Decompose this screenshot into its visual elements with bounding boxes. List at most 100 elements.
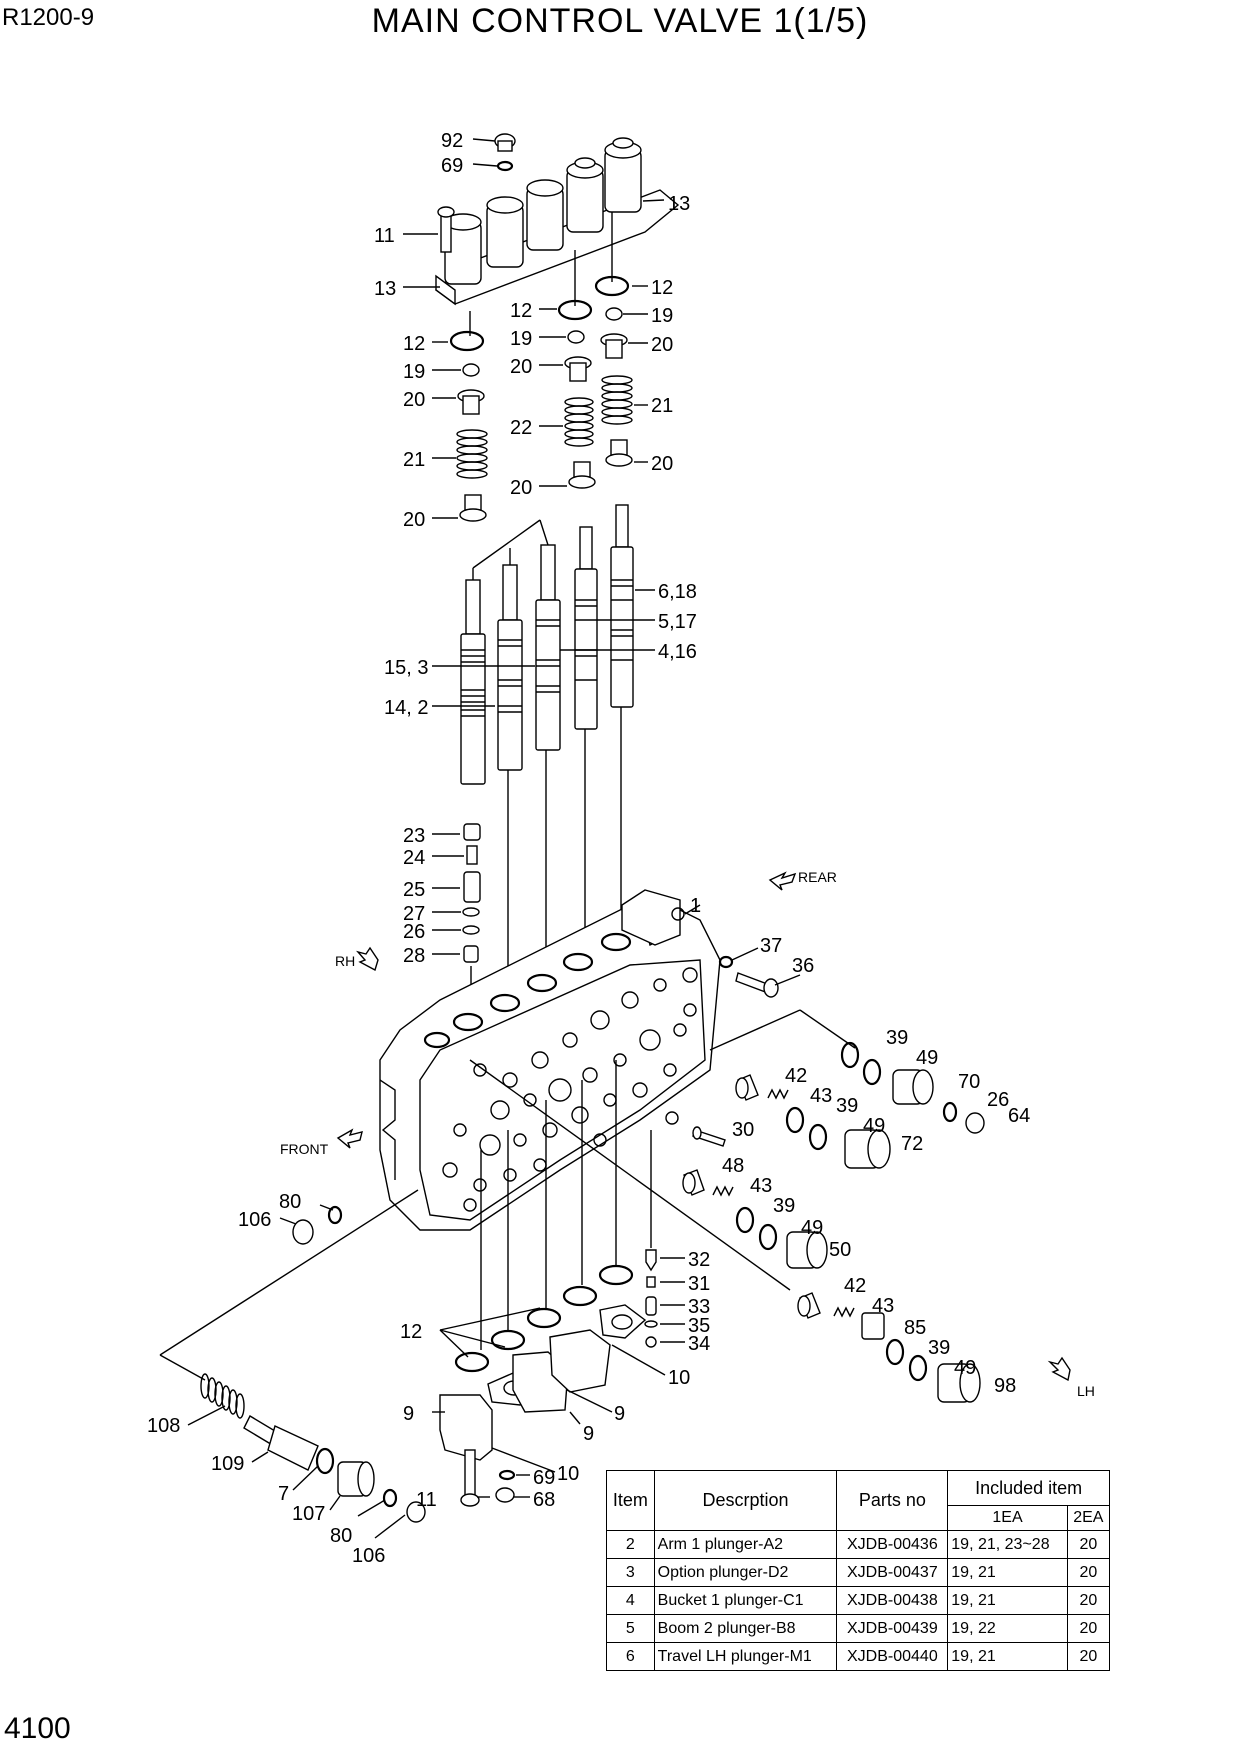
pin-30	[692, 1126, 726, 1147]
plunger-spool	[460, 504, 634, 785]
col-header-included: Included item	[947, 1470, 1110, 1506]
front-arrow-icon	[336, 1128, 363, 1149]
cell-description: Arm 1 plunger-A2	[653, 1530, 838, 1559]
callout: 49	[954, 1357, 976, 1379]
plug-70-72-50-98	[786, 1069, 985, 1403]
lower-bolts	[460, 1449, 515, 1507]
callout: 7	[278, 1483, 289, 1505]
cell-item: 3	[606, 1558, 655, 1587]
callout: 9	[583, 1423, 594, 1445]
cell-item: 4	[606, 1586, 655, 1615]
col-header-2ea: 2EA	[1066, 1505, 1111, 1531]
leader-lines	[159, 212, 856, 1381]
table-row: 6 Travel LH plunger-M1 XJDB-00440 19, 21…	[606, 1642, 1111, 1671]
callout: 28	[403, 945, 425, 967]
callout: 20	[403, 509, 425, 531]
callout: 30	[732, 1119, 754, 1141]
cell-item: 6	[606, 1642, 655, 1671]
callout: 19	[510, 328, 532, 350]
parts-31-35	[644, 1249, 658, 1348]
callout: 39	[928, 1337, 950, 1359]
callout: 26	[987, 1089, 1009, 1111]
callout: 10	[668, 1367, 690, 1389]
page-title: MAIN CONTROL VALVE 1(1/5)	[371, 2, 869, 40]
direction-rh: RH	[335, 953, 355, 969]
cell-parts-no: XJDB-00439	[836, 1614, 949, 1643]
plug-107	[337, 1461, 426, 1523]
cell-description: Bucket 1 plunger-C1	[653, 1586, 838, 1615]
cell-2ea: 20	[1066, 1558, 1111, 1587]
callout: 12	[400, 1321, 422, 1343]
cap-19	[462, 307, 623, 377]
callout: 80	[279, 1191, 301, 1213]
guide-lines	[470, 707, 622, 1050]
callout: 49	[801, 1217, 823, 1239]
col-header-item: Item	[606, 1470, 655, 1531]
callout: 80	[330, 1525, 352, 1547]
callout: 12	[403, 333, 425, 355]
callout: 21	[651, 395, 673, 417]
cell-2ea: 20	[1066, 1642, 1111, 1671]
small-parts-23-28	[462, 823, 481, 963]
cell-description: Option plunger-D2	[653, 1558, 838, 1587]
spring-43	[712, 1088, 855, 1318]
cell-1ea: 19, 22	[947, 1614, 1068, 1643]
callout: 43	[750, 1175, 772, 1197]
callout: 19	[403, 361, 425, 383]
spring-21	[456, 429, 488, 479]
callout: 15, 3	[384, 657, 428, 679]
cell-description: Boom 2 plunger-B8	[653, 1614, 838, 1643]
callout: 11	[374, 225, 395, 247]
o-ring-69	[498, 1469, 516, 1481]
spring-108	[200, 1373, 245, 1419]
callout: 27	[403, 903, 425, 925]
cell-item: 2	[606, 1530, 655, 1559]
cell-parts-no: XJDB-00440	[836, 1642, 949, 1671]
direction-arrows	[336, 871, 1071, 1382]
callout: 9	[403, 1403, 414, 1425]
callout: 4,16	[658, 641, 697, 663]
col-header-1ea: 1EA	[947, 1505, 1068, 1531]
lh-arrow-icon	[1047, 1356, 1071, 1382]
o-ring-12-lower	[454, 1264, 634, 1373]
callout: 37	[760, 935, 782, 957]
callout: 6,18	[658, 581, 697, 603]
cell-parts-no: XJDB-00436	[836, 1530, 949, 1559]
callout: 109	[211, 1453, 244, 1475]
callout: 39	[773, 1195, 795, 1217]
callout: 22	[510, 417, 532, 439]
rear-arrow-icon	[768, 871, 797, 891]
direction-front: FRONT	[280, 1141, 329, 1157]
cell-1ea: 19, 21	[947, 1642, 1068, 1671]
callout: 33	[688, 1296, 710, 1318]
poppet-42-48	[682, 1074, 821, 1319]
callout: 20	[651, 334, 673, 356]
callout: 69	[441, 155, 463, 177]
cell-1ea: 19, 21, 23~28	[947, 1530, 1068, 1559]
callout: 69	[533, 1467, 555, 1489]
callout: 34	[688, 1333, 710, 1355]
callout: 26	[403, 921, 425, 943]
cell-item: 5	[606, 1614, 655, 1643]
cell-1ea: 19, 21	[947, 1586, 1068, 1615]
callout: 35	[688, 1315, 710, 1337]
callout: 13	[668, 193, 690, 215]
spring-21	[601, 375, 633, 425]
cell-2ea: 20	[1066, 1530, 1111, 1559]
table-row: 5 Boom 2 plunger-B8 XJDB-00439 19, 22 20	[606, 1614, 1111, 1643]
o-ring-12	[449, 330, 485, 352]
callout: 49	[863, 1115, 885, 1137]
callout: 14, 2	[384, 697, 428, 719]
callout: 85	[904, 1317, 926, 1339]
callout: 19	[651, 305, 673, 327]
callout: 31	[688, 1273, 710, 1295]
callout: 20	[651, 453, 673, 475]
callout: 20	[510, 477, 532, 499]
o-ring-69	[496, 160, 514, 172]
cell-parts-no: XJDB-00437	[836, 1558, 949, 1587]
callout: 32	[688, 1249, 710, 1271]
callout: 42	[844, 1275, 866, 1297]
callout: 106	[238, 1209, 271, 1231]
table-row: 4 Bucket 1 plunger-C1 XJDB-00438 19, 21 …	[606, 1586, 1111, 1615]
